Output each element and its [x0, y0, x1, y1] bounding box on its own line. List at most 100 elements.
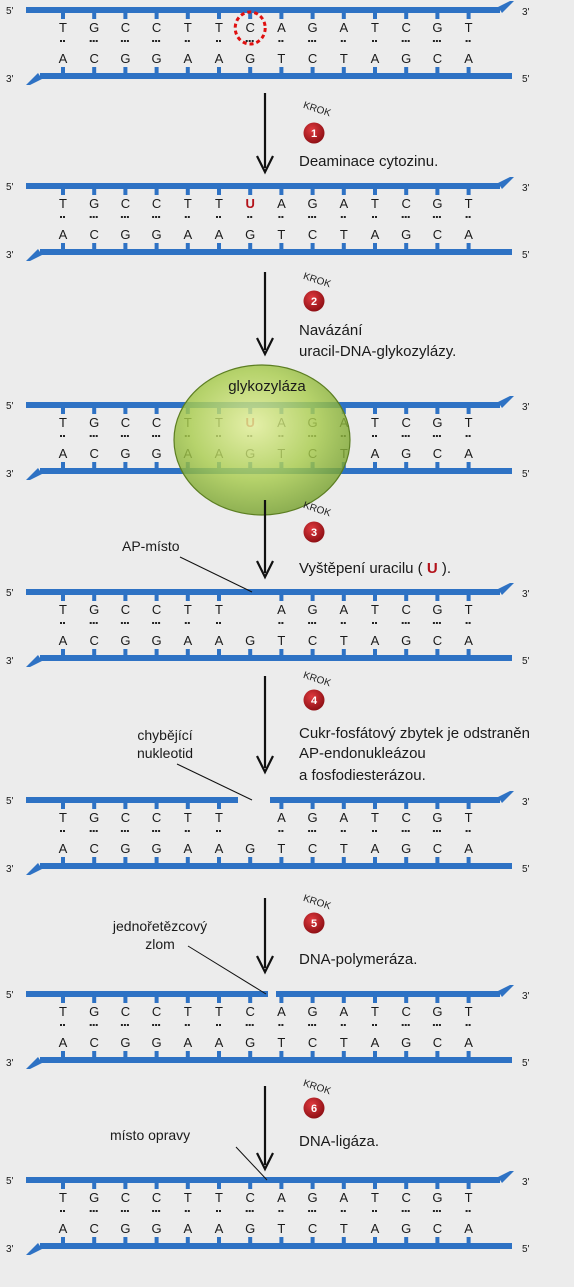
callout-missing-nucleotide: chybějící nukleotid: [137, 727, 253, 801]
h-bond-dot: [401, 40, 404, 42]
bottom-sugar-stub: [435, 649, 440, 656]
top-sugar-stub: [466, 407, 471, 414]
h-bond-dot: [340, 40, 343, 42]
h-bond-dot: [432, 1210, 435, 1212]
five-prime-label: 5': [6, 6, 14, 17]
h-bond-dot: [152, 40, 155, 42]
h-bond-dot: [251, 40, 254, 42]
bottom-base: A: [464, 1035, 473, 1050]
top-sugar-stub: [123, 802, 128, 809]
top-sugar-stub: [341, 12, 346, 19]
bottom-sugar-stub: [154, 1051, 159, 1058]
top-base: T: [59, 415, 67, 430]
top-sugar-stub: [217, 12, 221, 19]
top-sugar-stub: [435, 12, 440, 19]
step-badge-6: [303, 1097, 325, 1119]
bottom-base: A: [183, 227, 192, 242]
top-sugar-stub: [435, 802, 440, 809]
strand-end-arrow-icon: [26, 249, 42, 261]
top-sugar-stub: [92, 1182, 97, 1189]
h-bond-dot: [92, 1210, 95, 1212]
bottom-sugar-stub: [61, 1051, 65, 1058]
h-bond-dot: [314, 216, 317, 218]
top-sugar-stub: [373, 802, 377, 809]
bottom-sugar-stub: [279, 1237, 284, 1244]
bottom-base: A: [183, 51, 192, 66]
top-sugar-stub: [279, 802, 284, 809]
h-bond-dot: [60, 1024, 62, 1026]
top-base: A: [277, 810, 286, 825]
bottom-base: G: [245, 51, 255, 66]
top-base: A: [339, 20, 348, 35]
h-bond-dot: [432, 40, 435, 42]
top-sugar-stub: [435, 188, 440, 195]
step-caption-line-1: Cukr-fosfátový zbytek je odstraněn: [299, 725, 530, 742]
bottom-sugar-stub: [466, 243, 471, 250]
h-bond-dot: [120, 435, 123, 437]
h-bond-dot: [375, 622, 377, 624]
h-bond-dot: [308, 40, 311, 42]
h-bond-dot: [219, 1210, 221, 1212]
h-bond-dot: [340, 830, 343, 832]
h-bond-dot: [126, 216, 129, 218]
top-base: G: [308, 1190, 318, 1205]
bottom-base: G: [401, 227, 411, 242]
top-base: T: [465, 810, 473, 825]
five-prime-label: 5': [522, 1058, 530, 1069]
bottom-sugar-stub: [248, 1051, 253, 1058]
h-bond-dot: [401, 622, 404, 624]
three-prime-label: 3': [6, 656, 14, 667]
h-bond-dot: [308, 1210, 311, 1212]
step-number: 1: [311, 128, 317, 140]
krok-label: KROK: [302, 100, 333, 119]
repair-label: místo opravy: [110, 1127, 190, 1143]
top-base: T: [184, 1190, 192, 1205]
bottom-sugar-stub: [404, 462, 409, 469]
three-prime-label: 3': [522, 1177, 530, 1188]
three-prime-label: 3': [522, 402, 530, 413]
bottom-base: G: [152, 1221, 162, 1236]
bottom-base: A: [215, 633, 224, 648]
top-sugar-stub: [185, 1182, 190, 1189]
h-bond-dot: [343, 40, 346, 42]
bottom-base: C: [433, 1035, 442, 1050]
h-bond-dot: [123, 216, 126, 218]
h-bond-dot: [219, 1024, 221, 1026]
top-base: C: [246, 1190, 255, 1205]
bottom-sugar-stub: [185, 243, 190, 250]
bottom-sugar-stub: [217, 243, 221, 250]
h-bond-dot: [123, 1210, 126, 1212]
h-bond-dot: [216, 40, 218, 42]
top-base: A: [339, 810, 348, 825]
step-caption-line-2: uracil-DNA-glykozylázy.: [299, 343, 456, 360]
h-bond-dot: [126, 1024, 129, 1026]
top-base: A: [339, 196, 348, 211]
bottom-sugar-stub: [373, 462, 377, 469]
h-bond-dot: [95, 435, 98, 437]
h-bond-dot: [126, 622, 129, 624]
bottom-sugar-stub: [310, 67, 315, 74]
top-sugar-stub: [123, 407, 128, 414]
bottom-sugar-stub: [248, 67, 253, 74]
h-bond-dot: [126, 40, 129, 42]
top-sugar-stub: [310, 802, 315, 809]
h-bond-dot: [407, 435, 410, 437]
h-bond-dot: [184, 622, 187, 624]
top-base: G: [89, 196, 99, 211]
h-bond-dot: [407, 622, 410, 624]
strand-end-arrow-icon: [498, 985, 514, 997]
h-bond-dot: [438, 622, 441, 624]
h-bond-dot: [438, 1024, 441, 1026]
five-prime-label: 5': [6, 588, 14, 599]
h-bond-dot: [404, 216, 407, 218]
top-sugar-stub: [123, 594, 128, 601]
top-base: T: [184, 810, 192, 825]
top-base: G: [89, 20, 99, 35]
top-base: T: [371, 415, 379, 430]
h-bond-dot: [375, 830, 377, 832]
top-base: C: [402, 196, 411, 211]
bottom-base: C: [90, 633, 99, 648]
strand-end-arrow-icon: [26, 73, 42, 85]
